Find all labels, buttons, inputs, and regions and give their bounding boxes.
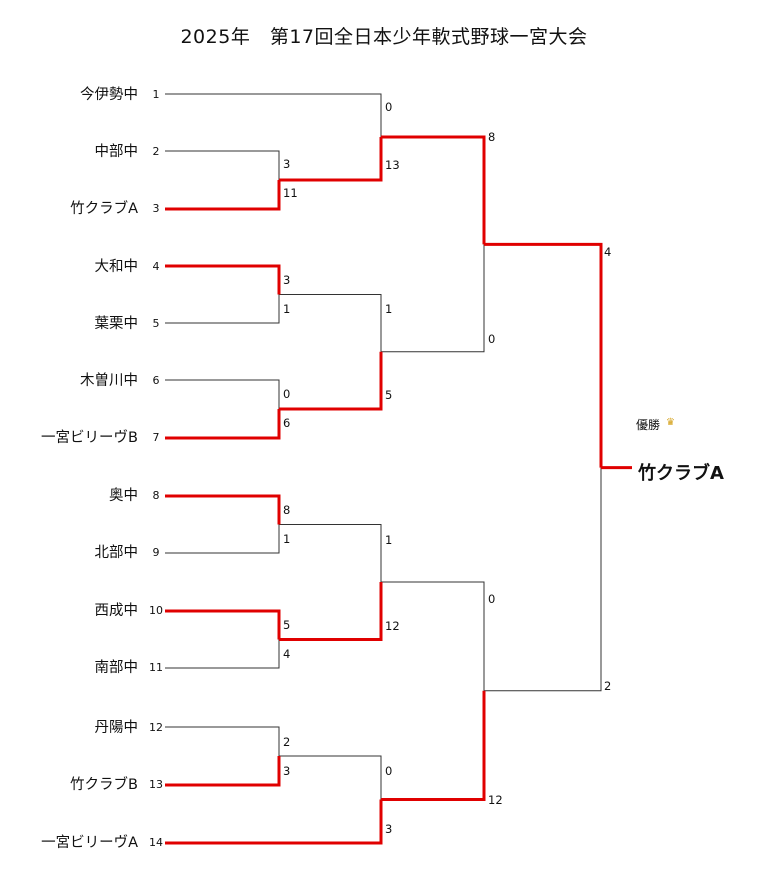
team-name: 竹クラブB: [70, 777, 138, 793]
match-score: 8: [283, 503, 291, 517]
match-score: 8: [488, 130, 496, 144]
bracket-line: [165, 180, 281, 211]
bracket-line: [279, 582, 383, 641]
team-seed: 2: [152, 145, 160, 158]
team-name: 西成中: [94, 603, 139, 619]
team-seed: 12: [149, 721, 163, 734]
match-score: 5: [283, 618, 291, 632]
bracket-line: [279, 524, 382, 582]
bracket-line: [165, 93, 382, 137]
bracket-line: [165, 294, 280, 324]
match-score: 3: [283, 273, 291, 287]
team-name: 奥中: [109, 488, 138, 504]
page-title: 2025年 第17回全日本少年軟式野球一宮大会: [180, 26, 588, 48]
bracket-line: [381, 135, 486, 245]
match-score: 2: [283, 735, 291, 749]
match-score: 1: [283, 302, 291, 316]
match-score: 6: [283, 416, 291, 430]
team-seed: 5: [152, 317, 160, 330]
bracket-line: [279, 294, 382, 352]
team-name: 今伊勢中: [80, 87, 138, 103]
team-seed: 14: [149, 836, 163, 849]
match-score: 1: [385, 533, 393, 547]
team-name: 大和中: [94, 259, 139, 275]
match-score: 3: [385, 822, 393, 836]
team-name: 一宮ビリーヴB: [41, 430, 138, 446]
team-name: 中部中: [94, 144, 139, 160]
bracket-line: [279, 351, 383, 411]
bracket-line: [484, 242, 603, 468]
match-score: 4: [283, 647, 291, 661]
team-seed: 13: [149, 778, 163, 791]
match-score: 5: [385, 388, 393, 402]
champion-label: 優勝: [636, 418, 661, 432]
match-score: 1: [283, 532, 291, 546]
team-name: 竹クラブA: [70, 201, 138, 217]
match-score: 3: [283, 764, 291, 778]
bracket-line: [381, 690, 486, 801]
bracket-line: [165, 726, 280, 756]
bracket-line: [165, 639, 280, 669]
team-name: 一宮ビリーヴA: [41, 835, 138, 851]
team-name: 丹陽中: [94, 720, 139, 736]
match-score: 0: [283, 387, 291, 401]
team-seed: 3: [152, 202, 160, 215]
bracket-line: [279, 755, 382, 800]
trophy-icon: ♛: [666, 417, 675, 428]
champion-name: 竹クラブA: [638, 463, 724, 484]
bracket-line: [165, 756, 281, 787]
match-score: 4: [604, 245, 612, 259]
team-name: 木曽川中: [80, 373, 138, 389]
bracket-line: [165, 150, 280, 180]
match-score: 0: [488, 592, 496, 606]
bracket-line: [484, 467, 602, 692]
team-seed: 10: [149, 604, 163, 617]
team-seed: 6: [152, 374, 160, 387]
bracket-line: [165, 409, 281, 440]
match-score: 12: [385, 619, 400, 633]
bracket-line: [381, 581, 485, 691]
team-name: 葉栗中: [94, 316, 139, 332]
match-score: 13: [385, 158, 400, 172]
bracket-line: [165, 379, 280, 409]
bracket-line: [165, 494, 281, 525]
bracket-line: [165, 524, 280, 554]
team-seed: 4: [152, 260, 160, 273]
match-score: 3: [283, 157, 291, 171]
team-name: 南部中: [94, 660, 139, 676]
match-score: 0: [385, 764, 393, 778]
match-score: 11: [283, 186, 298, 200]
team-name: 北部中: [94, 545, 139, 561]
match-score: 0: [488, 332, 496, 346]
match-score: 12: [488, 793, 503, 807]
team-seed: 11: [149, 661, 163, 674]
team-seed: 9: [152, 546, 160, 559]
team-seed: 7: [152, 431, 160, 444]
bracket-line: [381, 244, 485, 353]
bracket-line: [165, 799, 383, 845]
match-score: 2: [604, 679, 612, 693]
bracket-line: [165, 609, 281, 640]
match-score: 1: [385, 302, 393, 316]
bracket-line: [279, 137, 383, 182]
match-score: 0: [385, 100, 393, 114]
team-seed: 1: [152, 88, 160, 101]
team-seed: 8: [152, 489, 160, 502]
bracket-line: [165, 264, 281, 295]
